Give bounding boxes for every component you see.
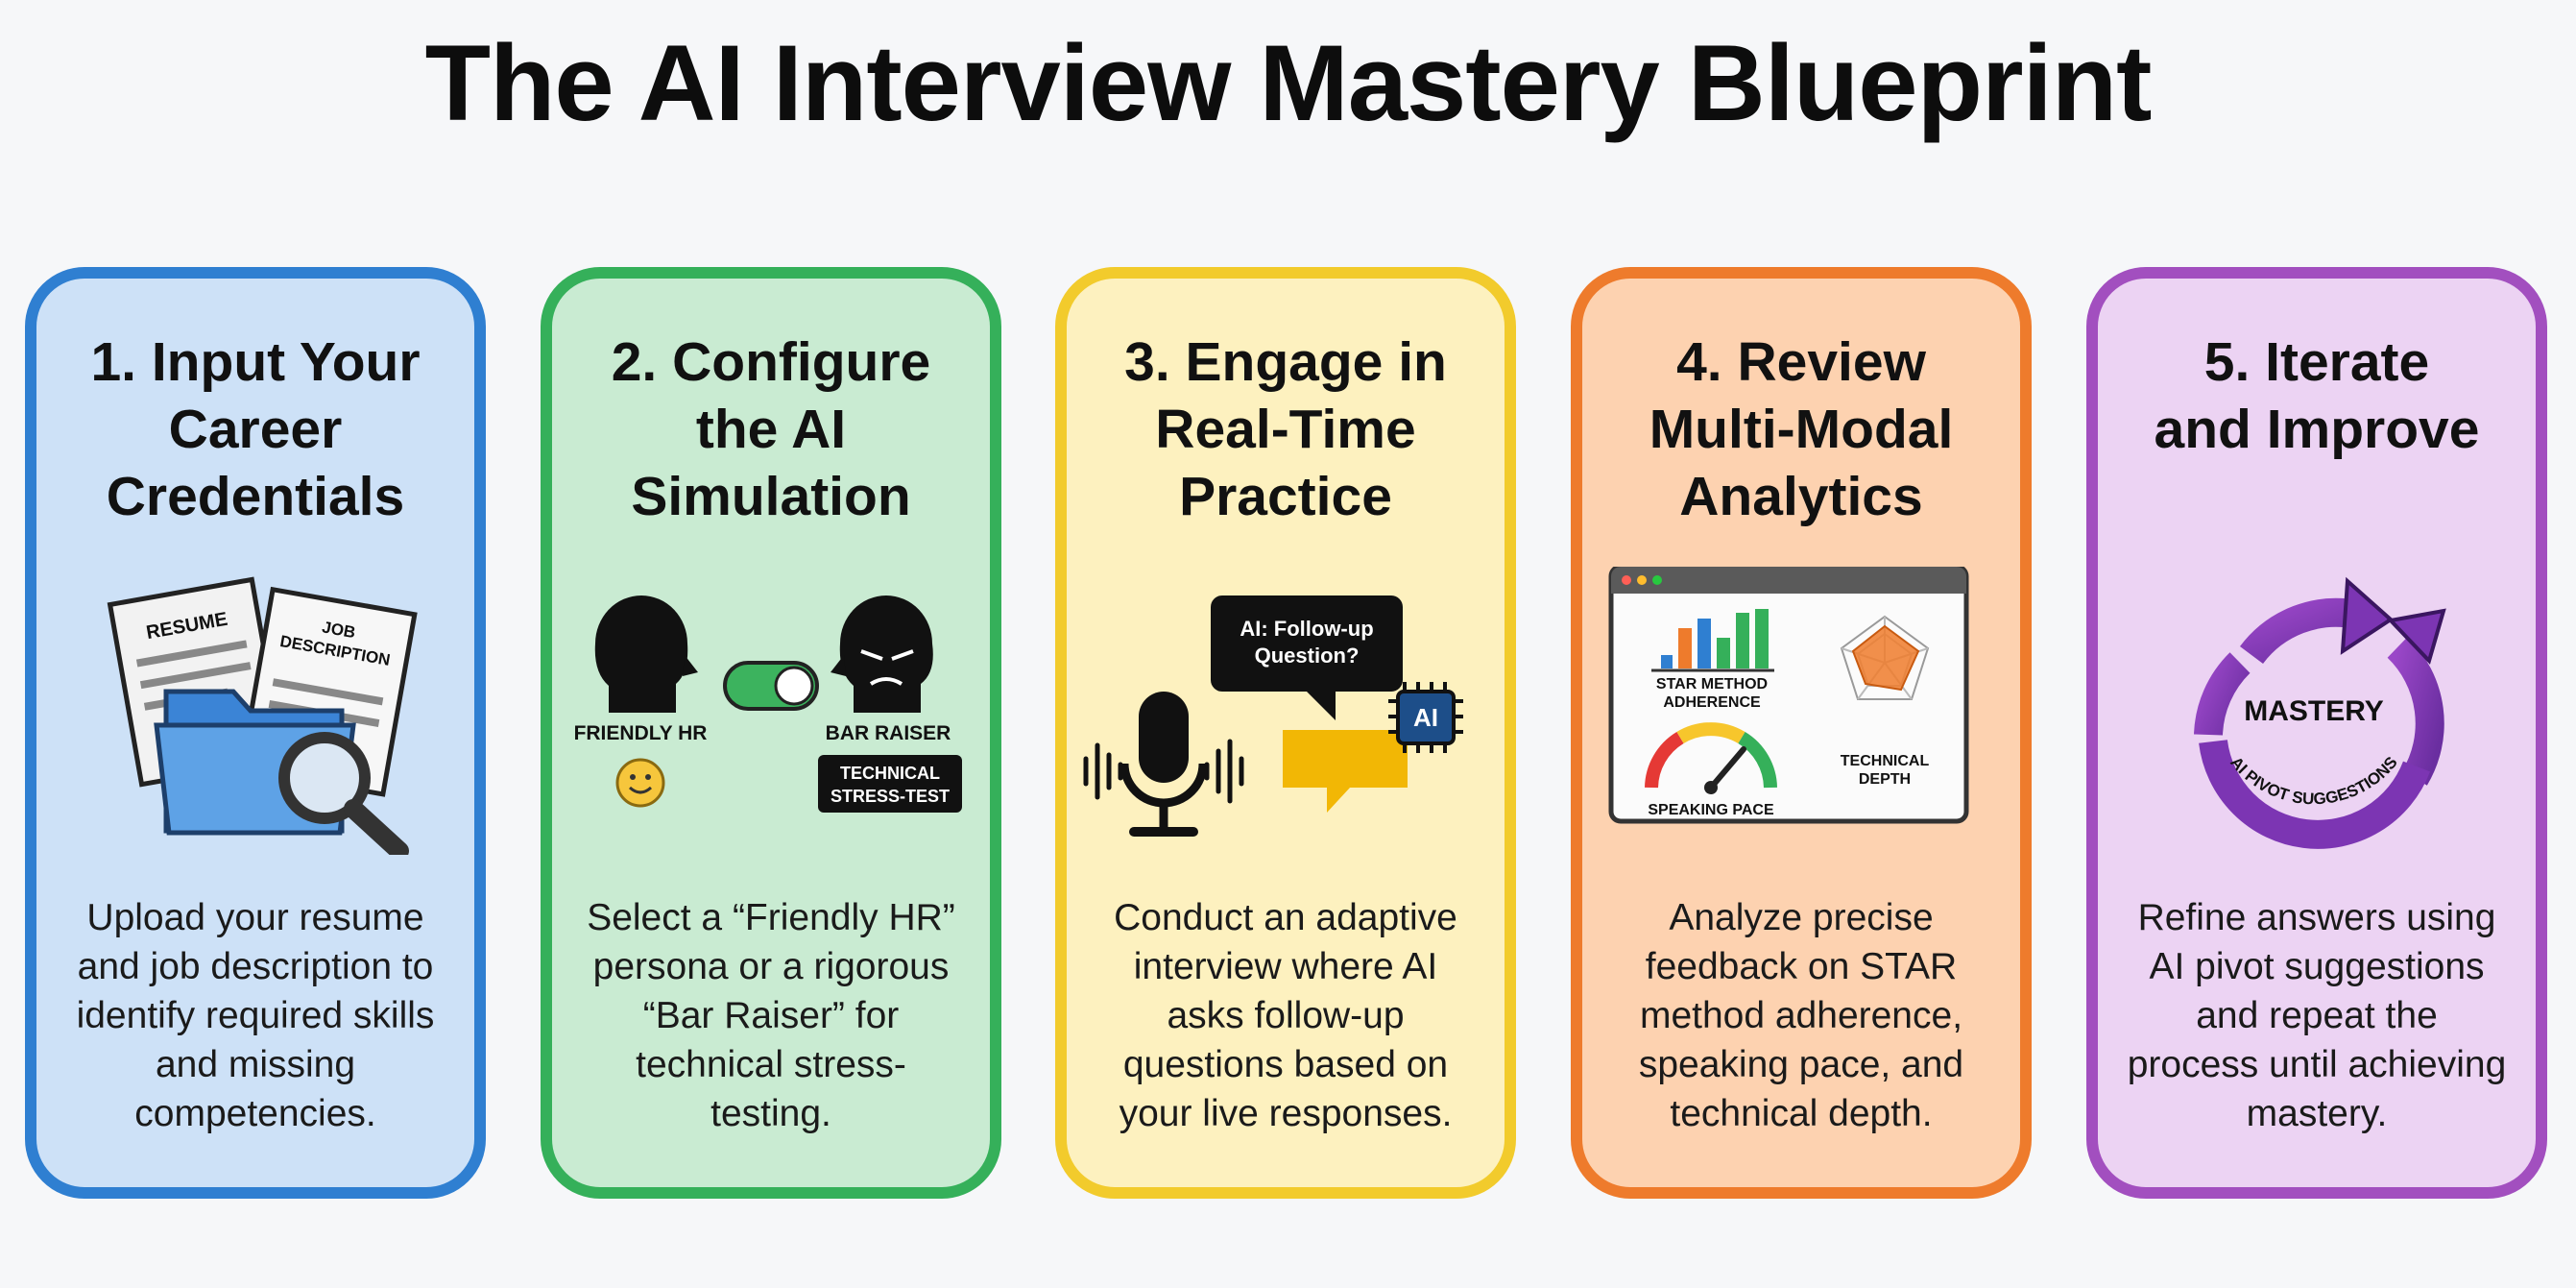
step-illustration: AI: Follow-up Question? AI bbox=[1067, 567, 1505, 855]
step-title: 1. Input Your Career Credentials bbox=[90, 331, 421, 527]
step-description: Refine answers using AI pivot suggestion… bbox=[2127, 897, 2507, 1134]
step-description: Upload your resume and job description t… bbox=[76, 897, 435, 1134]
step-card-1: 1. Input Your Career Credentials RESUME … bbox=[25, 267, 486, 1199]
badge-line-2: STRESS-TEST bbox=[831, 787, 950, 806]
bar-chart-icon: STAR METHOD ADHERENCE bbox=[1651, 609, 1774, 711]
technical-stress-test-badge: TECHNICAL STRESS-TEST bbox=[818, 755, 962, 813]
step-illustration: MASTERY AI PIVOT SUGGESTIONS bbox=[2098, 567, 2536, 855]
cycle-arrow-icon bbox=[2194, 576, 2446, 849]
step-card-5: 5. Iterate and Improve MASTERY AI PIVOT bbox=[2086, 267, 2547, 1199]
chip-label: AI bbox=[1413, 703, 1438, 732]
star-method-label-1: STAR METHOD bbox=[1656, 676, 1768, 693]
magnifier-icon bbox=[278, 732, 409, 855]
step-title: 2. Configure the AI Simulation bbox=[611, 331, 931, 527]
step-card-2: 2. Configure the AI Simulation FRIENDLY … bbox=[541, 267, 1001, 1199]
ai-chip-icon: AI bbox=[1388, 682, 1463, 753]
friendly-head-icon bbox=[594, 595, 698, 713]
step-title: 5. Iterate and Improve bbox=[2154, 331, 2480, 460]
speech-bubble-icon: AI: Follow-up Question? bbox=[1211, 595, 1408, 813]
bar-raiser-label: BAR RAISER bbox=[826, 722, 951, 744]
speaking-pace-label: SPEAKING PACE bbox=[1648, 802, 1774, 818]
smiley-icon bbox=[615, 758, 665, 808]
radar-chart-icon: TECHNICAL DEPTH bbox=[1841, 615, 1930, 788]
bubble-line-2: Question? bbox=[1255, 644, 1360, 668]
step-card-3: 3. Engage in Real-Time Practice AI: Foll… bbox=[1055, 267, 1516, 1199]
step-description: Conduct an adaptive interview where AI a… bbox=[1114, 897, 1457, 1134]
stern-head-icon bbox=[831, 595, 933, 713]
technical-depth-label-2: DEPTH bbox=[1859, 771, 1911, 788]
step-card-4: 4. Review Multi-Modal Analytics STAR MET… bbox=[1571, 267, 2032, 1199]
star-method-label-2: ADHERENCE bbox=[1663, 694, 1761, 711]
step-description: Select a “Friendly HR” persona or a rigo… bbox=[587, 897, 955, 1134]
sound-wave-icon bbox=[1083, 739, 1244, 804]
badge-line-1: TECHNICAL bbox=[840, 764, 940, 783]
toggle-switch-icon bbox=[723, 661, 819, 711]
friendly-hr-label: FRIENDLY HR bbox=[574, 722, 708, 744]
step-description: Analyze precise feedback on STAR method … bbox=[1638, 897, 1964, 1134]
mastery-label: MASTERY bbox=[2244, 695, 2384, 727]
gauge-icon: SPEAKING PACE bbox=[1645, 722, 1777, 818]
microphone-icon bbox=[1119, 692, 1208, 837]
step-illustration: STAR METHOD ADHERENCE SPEAKING PACE bbox=[1582, 567, 2020, 855]
technical-depth-label-1: TECHNICAL bbox=[1841, 753, 1930, 769]
step-title: 3. Engage in Real-Time Practice bbox=[1124, 331, 1447, 527]
bubble-line-1: AI: Follow-up bbox=[1240, 617, 1373, 641]
step-title: 4. Review Multi-Modal Analytics bbox=[1649, 331, 1954, 527]
page-title: The AI Interview Mastery Blueprint bbox=[424, 23, 2153, 143]
step-illustration: RESUME JOB DESCRIPTION bbox=[36, 567, 474, 855]
step-illustration: FRIENDLY HR BAR RAISER TECHNICAL bbox=[552, 567, 990, 855]
